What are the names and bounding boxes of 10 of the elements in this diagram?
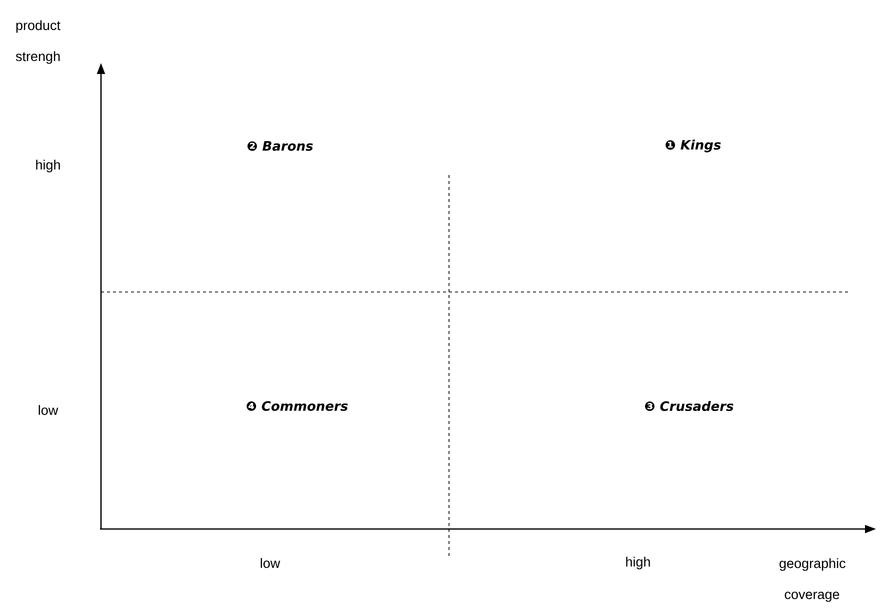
quadrant-label: ❸ Crusaders	[645, 400, 734, 412]
quadrant-label: ❶ Kings	[666, 140, 721, 152]
tick-label: low	[38, 405, 58, 415]
axis-label: product strengh	[16, 20, 60, 64]
axis-label: geographic coverage	[780, 558, 846, 602]
quadrant-label: ❹ Commoners	[246, 401, 348, 411]
tick-label: high	[36, 160, 60, 172]
quadrant-label: ❷ Barons	[248, 141, 313, 151]
tick-label: low	[260, 558, 280, 568]
tick-label: high	[626, 556, 650, 570]
